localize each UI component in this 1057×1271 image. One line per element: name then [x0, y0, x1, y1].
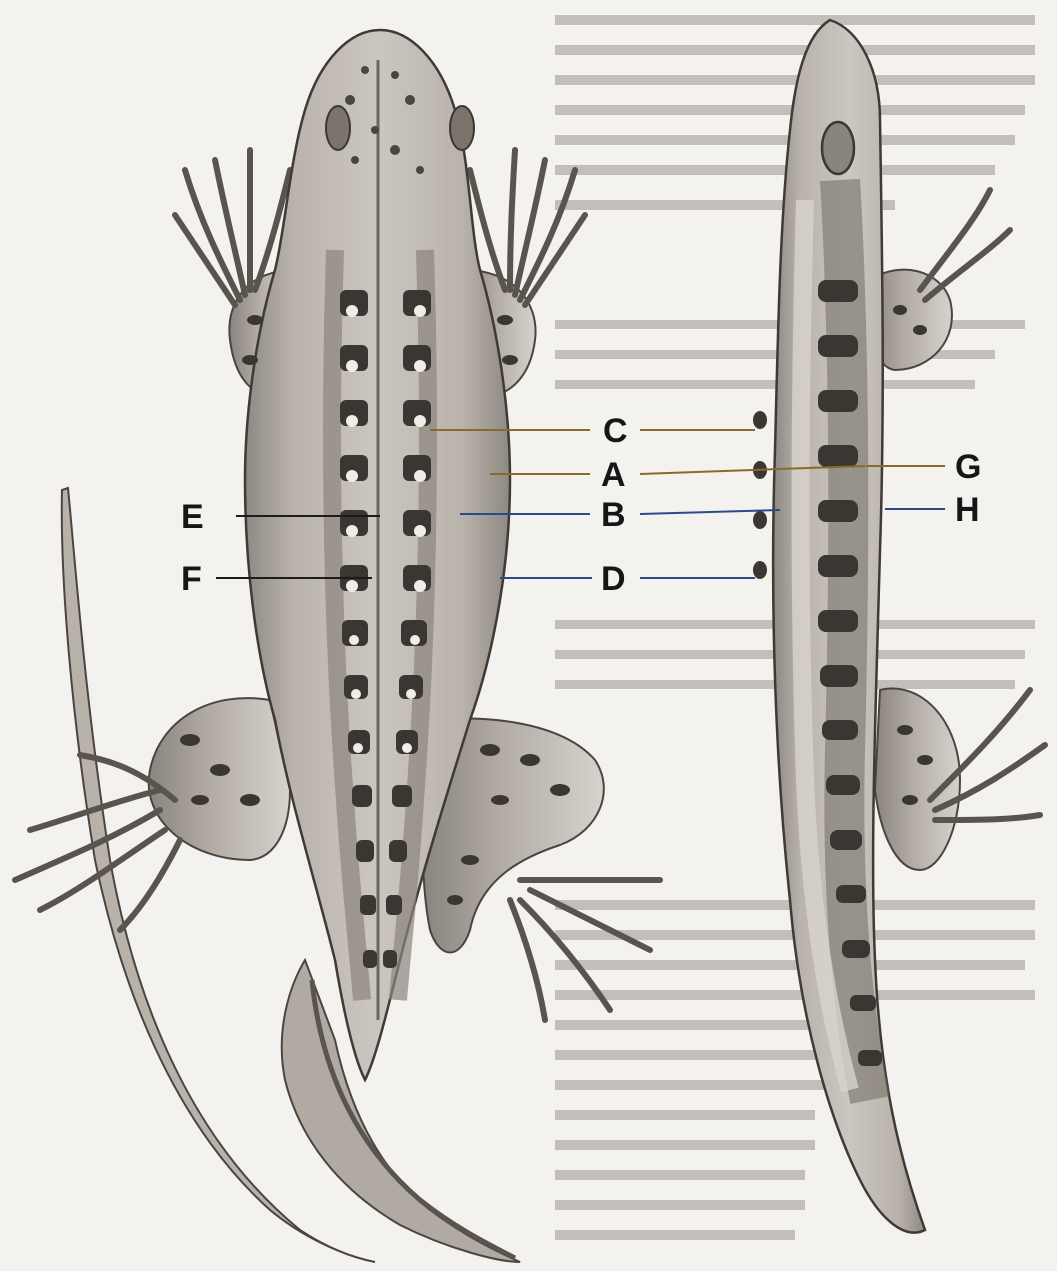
dorsal-right-eye	[450, 106, 474, 150]
label-h: H	[955, 491, 980, 529]
label-b: B	[601, 496, 626, 534]
label-a: A	[601, 456, 626, 494]
dorsal-left-eye	[326, 106, 350, 150]
label-g: G	[955, 448, 981, 486]
dorsal-left-hindleg	[149, 698, 290, 860]
label-e: E	[181, 498, 204, 536]
dorsal-view-lizard	[15, 30, 660, 1262]
lateral-dark-stripe	[840, 180, 870, 1100]
lateral-eye	[822, 122, 854, 174]
label-c: C	[603, 412, 628, 450]
label-f: F	[181, 560, 202, 598]
label-d: D	[601, 560, 626, 598]
